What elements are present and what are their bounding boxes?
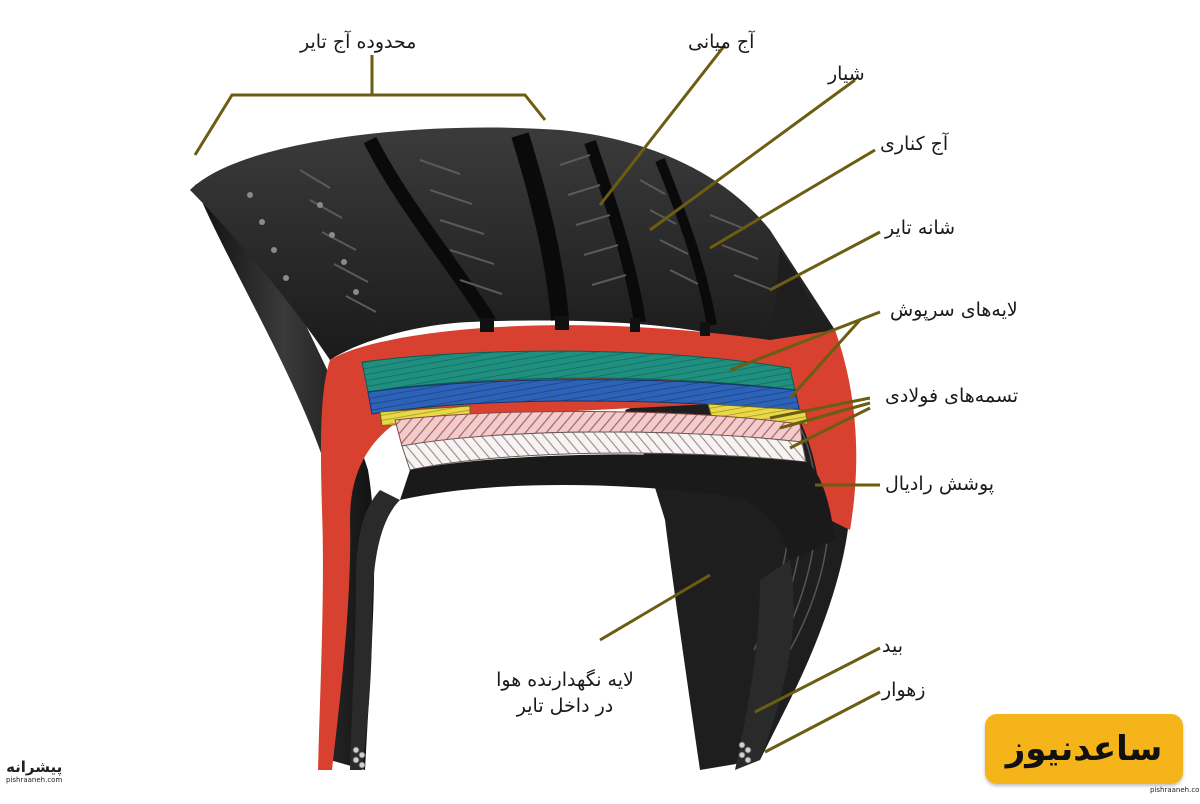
label-inner-liner-line2: در داخل تایر bbox=[516, 694, 614, 717]
leader-cap-ply-1 bbox=[729, 310, 881, 372]
label-center-tread: آج میانی bbox=[688, 31, 755, 53]
leader-steel-belt-3 bbox=[789, 406, 871, 450]
leader-shoulder bbox=[769, 230, 881, 292]
label-bead: بید bbox=[882, 635, 903, 657]
brand-watermark-badge: ساعدنیوز bbox=[985, 714, 1183, 784]
leader-side-tread bbox=[709, 148, 876, 250]
watermark-right-url: pishraaneh.com bbox=[1150, 786, 1200, 794]
bead-wire-right bbox=[738, 741, 752, 764]
label-bead-filler: زهوار bbox=[882, 679, 926, 701]
label-steel-belts: تسمه‌های فولادی bbox=[885, 385, 1019, 407]
watermark-left-logo-text: پیشرانه bbox=[6, 758, 63, 776]
watermark-left-logo: پیشرانه pishraaneh.com bbox=[6, 758, 62, 784]
watermark-right-url-block: pishraaneh.com bbox=[1150, 786, 1200, 794]
watermark-left-url: pishraaneh.com bbox=[6, 776, 63, 784]
leader-cap-ply-2 bbox=[788, 318, 862, 400]
label-tread-area: محدوده آج تایر bbox=[300, 31, 417, 53]
label-groove: شیار bbox=[828, 63, 865, 85]
bead-wire-left bbox=[352, 746, 366, 769]
cross-section-layers bbox=[318, 316, 857, 770]
leader-steel-belt-1 bbox=[769, 396, 871, 420]
label-cap-plies: لایه‌های سرپوش bbox=[890, 299, 1018, 321]
leader-center-tread bbox=[598, 44, 727, 206]
leader-lines bbox=[193, 44, 881, 754]
label-shoulder: شانه تایر bbox=[885, 217, 956, 239]
leader-bead-filler bbox=[764, 690, 881, 754]
leader-bead bbox=[754, 646, 881, 714]
label-inner-liner-line1: لایه نگهدارنده هوا bbox=[496, 669, 634, 691]
tread-pattern bbox=[247, 132, 771, 326]
label-inner-liner: لایه نگهدارنده هوا در داخل تایر bbox=[490, 668, 640, 719]
tread-area-bracket bbox=[193, 93, 547, 156]
leader-groove bbox=[649, 78, 856, 232]
label-radial-ply: پوشش رادیال bbox=[885, 473, 995, 495]
label-side-tread: آج کناری bbox=[880, 133, 949, 155]
leader-steel-belt-2 bbox=[779, 401, 871, 430]
leader-inner-liner bbox=[599, 573, 711, 642]
